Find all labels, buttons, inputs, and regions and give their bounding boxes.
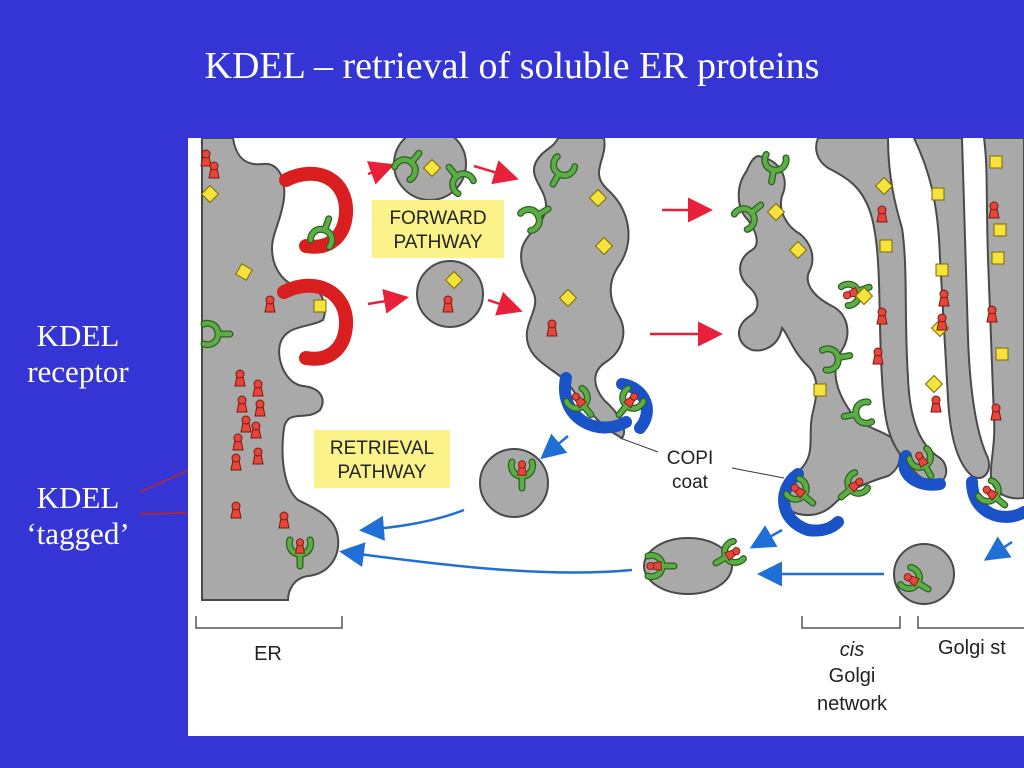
kdel-tagged-label-line1: KDEL bbox=[36, 480, 120, 515]
cis-label: cis bbox=[840, 639, 864, 661]
copi-coat-2 bbox=[616, 378, 653, 434]
copi-leader-1 bbox=[619, 437, 659, 453]
golgi-stack-bracket bbox=[917, 616, 1024, 629]
golgi-stack-tube-2 bbox=[912, 138, 990, 479]
copi-coat-1 bbox=[558, 372, 632, 434]
kdel-tagged-label-line2: ‘tagged’ bbox=[26, 516, 130, 551]
er-bracket bbox=[195, 616, 343, 629]
kdel-receptor-label: KDEL receptor bbox=[8, 318, 148, 390]
forward-arrows bbox=[366, 160, 723, 347]
slide-title: KDEL – retrieval of soluble ER proteins bbox=[204, 45, 820, 87]
forward-pathway-line1: FORWARD bbox=[389, 208, 486, 229]
copi-coat-5 bbox=[966, 476, 1024, 523]
network-label: network bbox=[817, 693, 888, 715]
copi-label-line2: coat bbox=[672, 472, 709, 493]
golgi-stack-label: Golgi st bbox=[938, 637, 1006, 659]
golgi-label: Golgi bbox=[829, 665, 876, 687]
copi-coat-4 bbox=[898, 450, 946, 491]
retrieval-pathway-box bbox=[314, 430, 450, 488]
retrieval-vesicle-2 bbox=[643, 537, 733, 595]
pathway-diagram: FORWARD PATHWAY RETRIEVAL PATHWAY COPI c… bbox=[195, 138, 1024, 715]
kdel-receptor-label-line2: receptor bbox=[27, 354, 129, 389]
retrieval-arrows bbox=[339, 433, 1013, 587]
forward-pathway-box bbox=[372, 200, 504, 258]
diagram-panel: FORWARD PATHWAY RETRIEVAL PATHWAY COPI c… bbox=[188, 138, 1024, 736]
forward-vesicle-2 bbox=[416, 260, 484, 328]
er-bud-coat-1 bbox=[279, 166, 354, 254]
copi-label-line1: COPI bbox=[667, 448, 713, 469]
copi-leader-2 bbox=[731, 467, 785, 479]
copi-coat-3 bbox=[778, 468, 844, 537]
retrieval-pathway-line1: RETRIEVAL bbox=[330, 438, 434, 459]
kdel-receptor-label-line1: KDEL bbox=[36, 318, 120, 353]
forward-pathway-line2: PATHWAY bbox=[393, 232, 482, 253]
retrieval-vesicle-3 bbox=[893, 543, 955, 605]
er-bud-coat-2 bbox=[277, 278, 354, 366]
kdel-tagged-label: KDEL ‘tagged’ bbox=[8, 480, 148, 552]
cis-golgi-bracket bbox=[801, 616, 901, 629]
retrieval-pathway-line2: PATHWAY bbox=[337, 462, 426, 483]
er-label: ER bbox=[254, 643, 282, 665]
er-membrane bbox=[201, 138, 340, 601]
